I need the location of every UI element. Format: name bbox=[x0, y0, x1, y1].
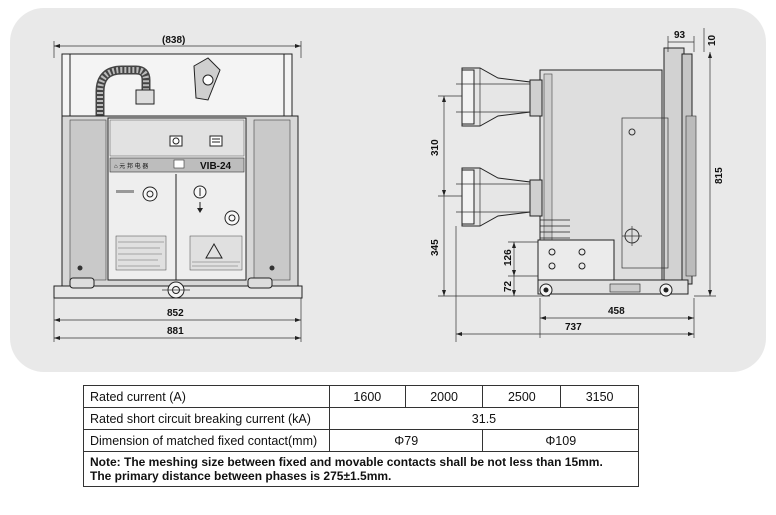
row-label: Rated short circuit breaking current (kA… bbox=[83, 407, 330, 430]
dim-width-838: (838) bbox=[162, 35, 185, 46]
row-label: Rated current (A) bbox=[83, 385, 330, 408]
table-cell: Φ109 bbox=[482, 429, 639, 452]
table-cell: 3150 bbox=[560, 385, 639, 408]
note-line-1: Note: The meshing size between fixed and… bbox=[90, 455, 603, 469]
row-label: Dimension of matched fixed contact(mm) bbox=[83, 429, 330, 452]
table-cell: 31.5 bbox=[328, 407, 640, 430]
note-cell: Note: The meshing size between fixed and… bbox=[83, 451, 639, 487]
dim-93: 93 bbox=[674, 30, 686, 41]
dim-815: 815 bbox=[714, 167, 725, 184]
dim-458: 458 bbox=[608, 306, 625, 317]
side-view: 93 10 310 345 126 72 bbox=[430, 28, 725, 342]
table-row-note: Note: The meshing size between fixed and… bbox=[83, 451, 639, 487]
table-row-rated-current: Rated current (A) 1600 2000 2500 3150 bbox=[83, 385, 639, 408]
table-cell: Φ79 bbox=[328, 429, 484, 452]
table-row-breaking-current: Rated short circuit breaking current (kA… bbox=[83, 407, 640, 430]
technical-drawing: (838) ⌂ 元 bbox=[53, 28, 725, 342]
model-label: VIB-24 bbox=[200, 161, 232, 172]
table-cell: 1600 bbox=[328, 385, 406, 408]
table-cell: 2500 bbox=[482, 385, 562, 408]
spec-table: Rated current (A) 1600 2000 2500 3150 Ra… bbox=[83, 385, 640, 487]
svg-text:⌂ 元 邦 电 器: ⌂ 元 邦 电 器 bbox=[114, 162, 148, 170]
dim-345: 345 bbox=[430, 239, 441, 256]
dim-310: 310 bbox=[430, 139, 441, 156]
dim-10: 10 bbox=[707, 34, 718, 46]
dim-width-881: 881 bbox=[167, 326, 184, 337]
dim-72: 72 bbox=[503, 280, 514, 292]
table-row-fixed-contact: Dimension of matched fixed contact(mm) Φ… bbox=[83, 429, 639, 452]
dim-width-852: 852 bbox=[167, 308, 184, 319]
dim-737: 737 bbox=[565, 322, 582, 333]
drawing-panel: (838) ⌂ 元 bbox=[10, 8, 766, 372]
table-cell: 2000 bbox=[404, 385, 484, 408]
note-line-2: The primary distance between phases is 2… bbox=[90, 469, 392, 483]
front-view: (838) ⌂ 元 bbox=[53, 35, 303, 342]
dim-126: 126 bbox=[503, 249, 514, 266]
